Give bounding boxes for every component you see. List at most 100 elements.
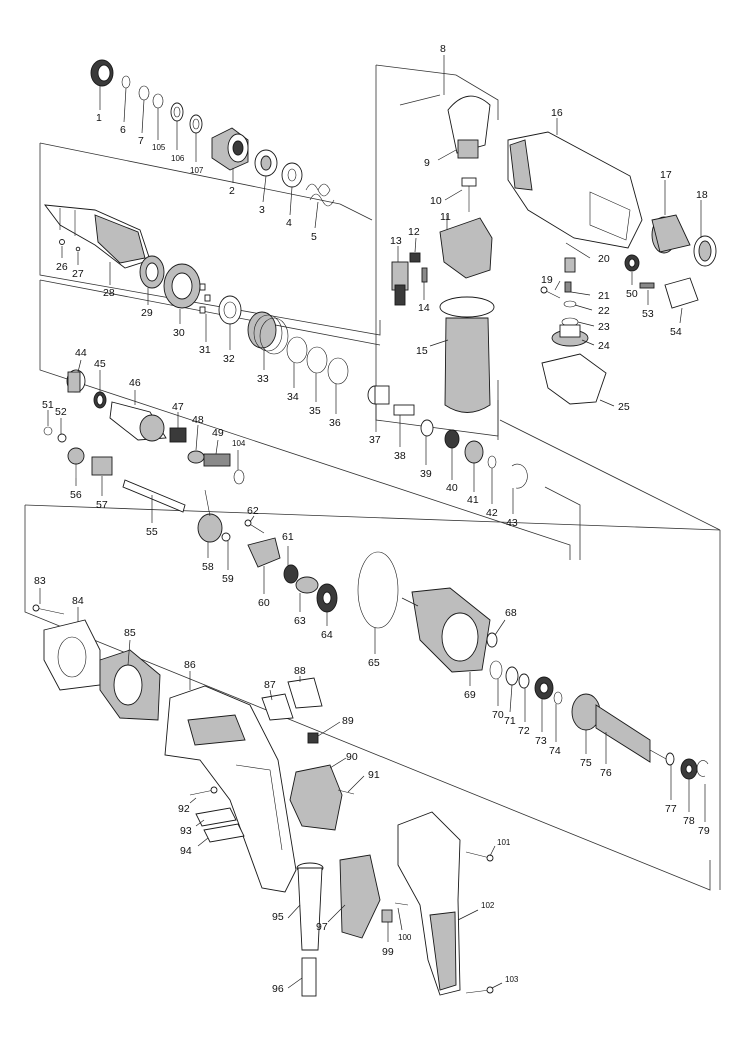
label-38: 38 xyxy=(394,450,406,462)
label-8: 8 xyxy=(440,43,446,55)
label-9: 9 xyxy=(424,157,430,169)
label-30: 30 xyxy=(173,327,185,339)
label-28: 28 xyxy=(103,287,115,299)
label-40: 40 xyxy=(446,482,458,494)
part-100-screw xyxy=(394,902,409,906)
part-number-labels: 1 6 7 105 106 107 2 3 4 5 8 9 10 11 12 1… xyxy=(34,43,710,995)
part-87-label xyxy=(261,693,294,721)
part-101-screw xyxy=(465,851,494,862)
part-96-rod xyxy=(301,957,317,997)
label-85: 85 xyxy=(124,627,136,639)
label-3: 3 xyxy=(259,204,265,216)
part-59-washer xyxy=(221,532,231,542)
part-21-spring xyxy=(564,281,572,293)
part-12-nut xyxy=(409,252,421,263)
label-87: 87 xyxy=(264,679,276,691)
label-63: 63 xyxy=(294,615,306,627)
label-32: 32 xyxy=(223,353,235,365)
part-40-ring xyxy=(444,429,460,449)
part-15-handle xyxy=(439,296,495,413)
part-42-ring xyxy=(487,455,497,469)
label-16: 16 xyxy=(551,107,563,119)
label-34: 34 xyxy=(287,391,299,403)
label-24: 24 xyxy=(598,340,610,352)
part-58-swash xyxy=(197,489,223,543)
label-103: 103 xyxy=(505,975,519,984)
part-103-screw xyxy=(465,986,494,994)
label-96: 96 xyxy=(272,983,284,995)
part-70-ring xyxy=(489,660,503,680)
label-101: 101 xyxy=(497,838,511,847)
part-55-shaft xyxy=(122,479,186,513)
part-13-latch xyxy=(391,261,409,306)
part-74-clip xyxy=(553,691,563,705)
part-36-ring xyxy=(327,357,349,385)
label-13: 13 xyxy=(390,235,402,247)
part-20-block xyxy=(564,257,576,273)
label-39: 39 xyxy=(420,468,432,480)
part-11-clamp-block xyxy=(439,217,493,279)
part-47-impact-bolt xyxy=(169,427,187,443)
label-42: 42 xyxy=(486,507,498,519)
label-48: 48 xyxy=(192,414,204,426)
label-100: 100 xyxy=(398,933,412,942)
label-23: 23 xyxy=(598,321,610,333)
label-84: 84 xyxy=(72,595,84,607)
label-18: 18 xyxy=(696,189,708,201)
label-20: 20 xyxy=(598,253,610,265)
part-51-clip xyxy=(43,426,53,436)
part-10-bolt xyxy=(461,177,477,212)
part-2-sleeve xyxy=(211,127,249,171)
part-60-bracket xyxy=(247,537,281,568)
part-85-field xyxy=(99,649,161,721)
part-4-washer xyxy=(281,162,303,188)
label-57: 57 xyxy=(96,499,108,511)
assembly-frames xyxy=(24,64,721,891)
part-102-handle-cover xyxy=(397,811,461,996)
label-90: 90 xyxy=(346,751,358,763)
label-17: 17 xyxy=(660,169,672,181)
label-51: 51 xyxy=(42,399,54,411)
label-5: 5 xyxy=(311,231,317,243)
part-90-switch-holder xyxy=(289,764,343,831)
label-86: 86 xyxy=(184,659,196,671)
part-73-bearing xyxy=(534,676,554,700)
part-68-washer xyxy=(486,632,498,648)
label-89: 89 xyxy=(342,715,354,727)
part-69-bearing-box xyxy=(411,587,491,673)
label-14: 14 xyxy=(418,302,430,314)
label-25: 25 xyxy=(618,401,630,413)
label-59: 59 xyxy=(222,573,234,585)
label-35: 35 xyxy=(309,405,321,417)
part-19-screw xyxy=(540,286,561,299)
label-61: 61 xyxy=(282,531,294,543)
part-34-ring xyxy=(286,336,308,364)
part-44-cap xyxy=(66,369,86,393)
part-95-rod xyxy=(296,862,324,951)
leader-lines xyxy=(39,55,706,989)
label-7: 7 xyxy=(138,135,144,147)
label-78: 78 xyxy=(683,815,695,827)
part-43-clip xyxy=(511,463,528,489)
label-10: 10 xyxy=(430,195,442,207)
label-41: 41 xyxy=(467,494,479,506)
part-16-gear-housing xyxy=(507,131,643,249)
part-37-sleeve xyxy=(367,385,390,405)
label-91: 91 xyxy=(368,769,380,781)
label-71: 71 xyxy=(504,715,516,727)
label-70: 70 xyxy=(492,709,504,721)
part-71-ring xyxy=(505,666,519,686)
part-33-spring xyxy=(247,311,289,355)
part-61-bearing xyxy=(283,564,299,584)
part-6-ring xyxy=(121,75,131,89)
part-54-lever xyxy=(664,277,699,309)
part-89-clip xyxy=(307,732,319,744)
part-38-pin xyxy=(393,404,415,416)
part-17-sleeve xyxy=(651,214,691,254)
label-12: 12 xyxy=(408,226,420,238)
part-77-washer xyxy=(665,752,675,766)
label-77: 77 xyxy=(665,803,677,815)
label-75: 75 xyxy=(580,757,592,769)
part-84-baffle xyxy=(43,619,101,691)
